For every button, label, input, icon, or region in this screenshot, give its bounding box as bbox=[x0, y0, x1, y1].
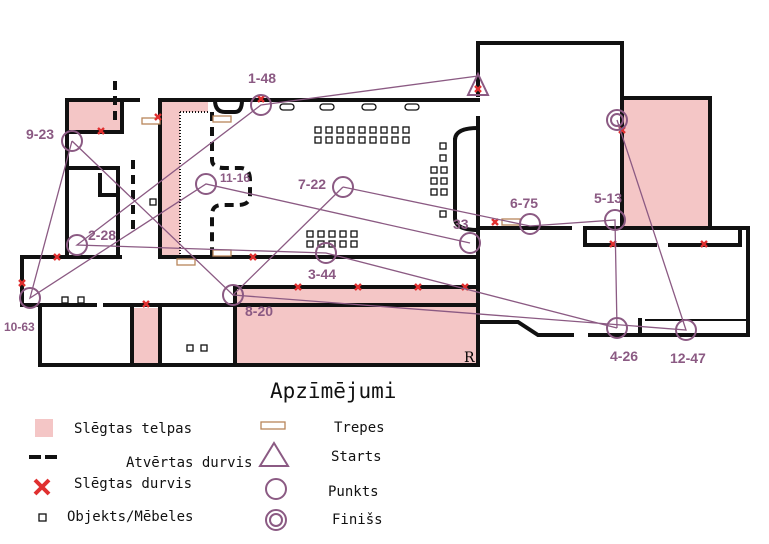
walls bbox=[20, 41, 750, 367]
point-label: 33 bbox=[453, 216, 469, 232]
point-label: 5-13 bbox=[594, 190, 622, 206]
closed-room-swatch-icon bbox=[35, 419, 53, 437]
point-7-circle-icon bbox=[332, 176, 354, 198]
furniture-objects bbox=[61, 103, 448, 352]
finish-double-circle-icon bbox=[606, 109, 628, 131]
finish-double-circle-icon bbox=[265, 509, 287, 531]
point-label: 10-63 bbox=[4, 320, 35, 334]
open-doors bbox=[113, 75, 252, 255]
room-marker-r: R bbox=[464, 350, 475, 366]
point-10-circle-icon bbox=[19, 287, 41, 309]
legend-finish: Finišs bbox=[332, 512, 383, 528]
point-4-circle-icon bbox=[606, 317, 628, 339]
closed-rooms bbox=[68, 99, 709, 365]
legend-stairs: Trepes bbox=[334, 420, 385, 436]
point-label: 2-28 bbox=[88, 227, 116, 243]
route-lines bbox=[28, 75, 687, 331]
legend-closed-rooms: Slēgtas telpas bbox=[74, 421, 192, 437]
point-33-circle-icon bbox=[459, 232, 481, 254]
point-6-circle-icon bbox=[519, 213, 541, 235]
stairs bbox=[141, 115, 521, 266]
point-circle-icon bbox=[265, 478, 287, 500]
stairs-icon bbox=[260, 421, 286, 430]
point-label: 6-75 bbox=[510, 195, 538, 211]
legend: Apzīmējumi Slēgtas telpas Atvērtas durvi… bbox=[29, 379, 396, 531]
closed-doors bbox=[18, 85, 708, 308]
point-label: 11-16 bbox=[220, 171, 250, 185]
legend-open-doors: Atvērtas durvis bbox=[126, 455, 252, 471]
point-label: 8-20 bbox=[245, 303, 273, 319]
point-1-circle-icon bbox=[250, 94, 272, 116]
start-triangle-icon bbox=[258, 441, 290, 467]
point-8-circle-icon bbox=[222, 284, 244, 306]
point-label: 4-26 bbox=[610, 348, 638, 364]
point-12-circle-icon bbox=[675, 319, 697, 341]
start-triangle-icon bbox=[466, 71, 490, 96]
point-9-circle-icon bbox=[61, 130, 83, 152]
legend-title: Apzīmējumi bbox=[270, 379, 396, 403]
point-label: 3-44 bbox=[308, 266, 336, 282]
point-2-circle-icon bbox=[66, 234, 88, 256]
point-label: 9-23 bbox=[26, 126, 54, 142]
point-3-circle-icon bbox=[315, 242, 337, 264]
point-5-circle-icon bbox=[604, 209, 626, 231]
legend-start: Starts bbox=[331, 449, 382, 465]
legend-closed-doors: Slēgtas durvis bbox=[74, 476, 192, 492]
legend-point: Punkts bbox=[328, 484, 379, 500]
point-label: 12-47 bbox=[670, 350, 706, 366]
point-label: 1-48 bbox=[248, 70, 276, 86]
closed-door-x-icon bbox=[33, 478, 51, 496]
point-label: 7-22 bbox=[298, 176, 326, 192]
legend-objects: Objekts/Mēbeles bbox=[67, 509, 193, 525]
object-square-icon bbox=[38, 513, 47, 522]
point-11-circle-icon bbox=[195, 173, 217, 195]
